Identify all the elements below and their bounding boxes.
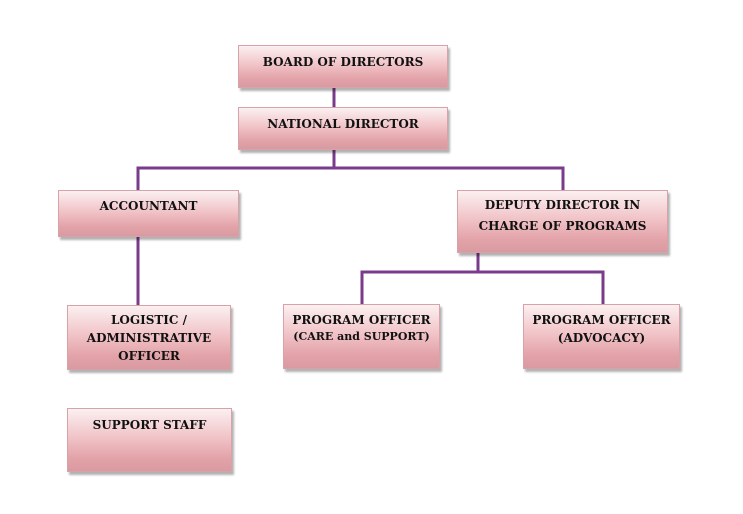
- deputy-director-label-line1: DEPUTY DIRECTOR IN: [484, 198, 641, 212]
- logistic-officer-label-line2: ADMINISTRATIVE: [86, 331, 212, 345]
- board-of-directors-box: BOARD OF DIRECTORS: [238, 45, 448, 88]
- logistic-officer-box: LOGISTIC / ADMINISTRATIVE OFFICER: [67, 305, 231, 370]
- deputy-director-label-line2: CHARGE OF PROGRAMS: [478, 219, 647, 233]
- program-officer-advocacy-box: PROGRAM OFFICER (ADVOCACY): [523, 304, 680, 369]
- program-officer-advocacy-label-line1: PROGRAM OFFICER: [532, 313, 671, 327]
- board-of-directors-label: BOARD OF DIRECTORS: [262, 55, 424, 69]
- logistic-officer-label-line3: OFFICER: [118, 349, 180, 363]
- program-officer-care-label-line1: PROGRAM OFFICER: [292, 313, 431, 327]
- deputy-director-box: DEPUTY DIRECTOR IN CHARGE OF PROGRAMS: [457, 190, 668, 253]
- program-officer-care-label-line2: (CARE and SUPPORT): [293, 330, 430, 343]
- accountant-box: ACCOUNTANT: [58, 190, 239, 237]
- support-staff-box: SUPPORT STAFF: [67, 408, 232, 472]
- national-director-box: NATIONAL DIRECTOR: [238, 107, 448, 150]
- national-director-label: NATIONAL DIRECTOR: [267, 117, 419, 131]
- accountant-label: ACCOUNTANT: [99, 199, 198, 213]
- support-staff-label: SUPPORT STAFF: [92, 418, 207, 432]
- program-officer-advocacy-label-line2: (ADVOCACY): [557, 331, 646, 345]
- program-officer-care-box: PROGRAM OFFICER (CARE and SUPPORT): [283, 304, 440, 369]
- logistic-officer-label-line1: LOGISTIC /: [110, 313, 188, 327]
